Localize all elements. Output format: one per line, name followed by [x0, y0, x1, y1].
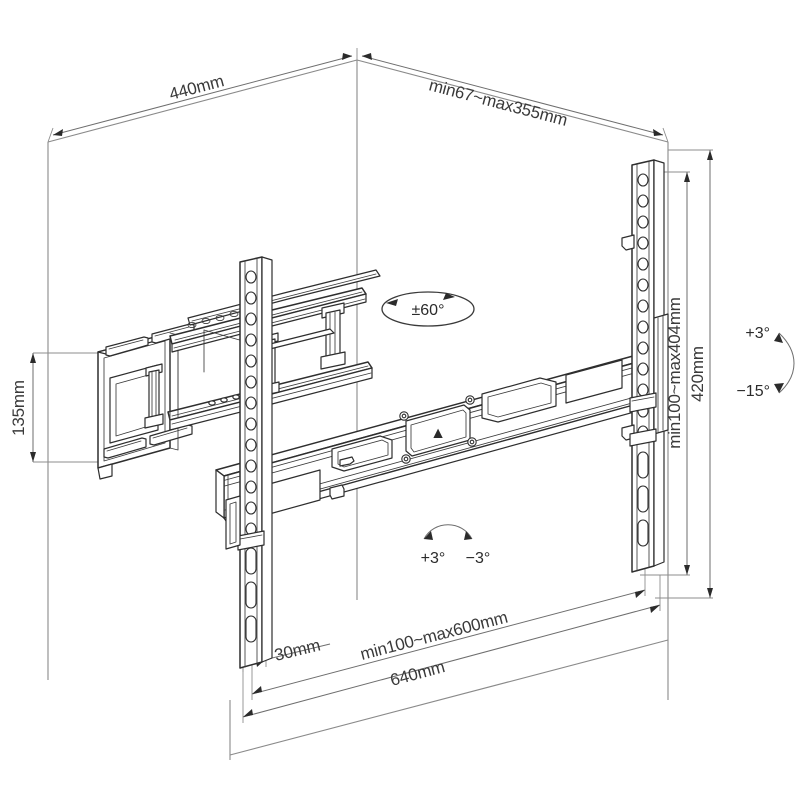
- dimension-label-135mm: 135mm: [9, 380, 28, 436]
- arm-pivot-right: [320, 302, 346, 370]
- dimension-label-30mm: 30mm: [272, 636, 322, 665]
- dimension-label-640mm: 640mm: [388, 657, 447, 690]
- center-bracket: ▲: [405, 404, 471, 457]
- dimension-wall-plate-height: 135mm: [9, 352, 98, 463]
- tilt-angle-indicator: +3° −15°: [736, 325, 795, 400]
- dimension-vesa-horizontal-range: min100~max600mm: [251, 560, 646, 700]
- tilt-down-label: −15°: [736, 383, 770, 400]
- dimension-label-440mm: 440mm: [167, 71, 226, 104]
- dimension-label-420mm: 420mm: [688, 346, 707, 402]
- tilt-up-label: +3°: [745, 325, 770, 342]
- left-rail-slots: [245, 547, 257, 643]
- swivel-angle-indicator: ±60°: [381, 291, 475, 327]
- dimension-wall-plate-width: 440mm: [47, 48, 358, 143]
- dimension-label-extension-range: min67~max355mm: [427, 75, 569, 129]
- left-vertical-rail: [237, 256, 273, 669]
- roll-left-label: +3°: [421, 550, 446, 567]
- dimension-label-vesa-horizontal: min100~max600mm: [358, 608, 509, 664]
- right-vertical-rail: [621, 159, 669, 573]
- up-arrow-marking: ▲: [430, 425, 446, 442]
- left-rail-holes: [245, 270, 257, 536]
- dimension-vesa-vertical-range: min100~max404mm: [640, 171, 690, 576]
- right-rail-slots: [637, 451, 649, 547]
- right-rail-holes: [637, 173, 649, 439]
- dimension-rail-height: 420mm: [655, 149, 713, 599]
- arm-pivot-left: [144, 363, 164, 429]
- roll-angle-indicator: +3° −3°: [421, 524, 491, 567]
- dimension-label-vesa-vertical: min100~max404mm: [665, 297, 684, 449]
- horizontal-rail: ▲: [215, 352, 657, 525]
- dimension-extension-range: min67~max355mm: [361, 53, 669, 143]
- rail-backing-bracket: [225, 474, 241, 550]
- roll-right-label: −3°: [466, 550, 491, 567]
- swivel-angle-label: ±60°: [412, 302, 445, 319]
